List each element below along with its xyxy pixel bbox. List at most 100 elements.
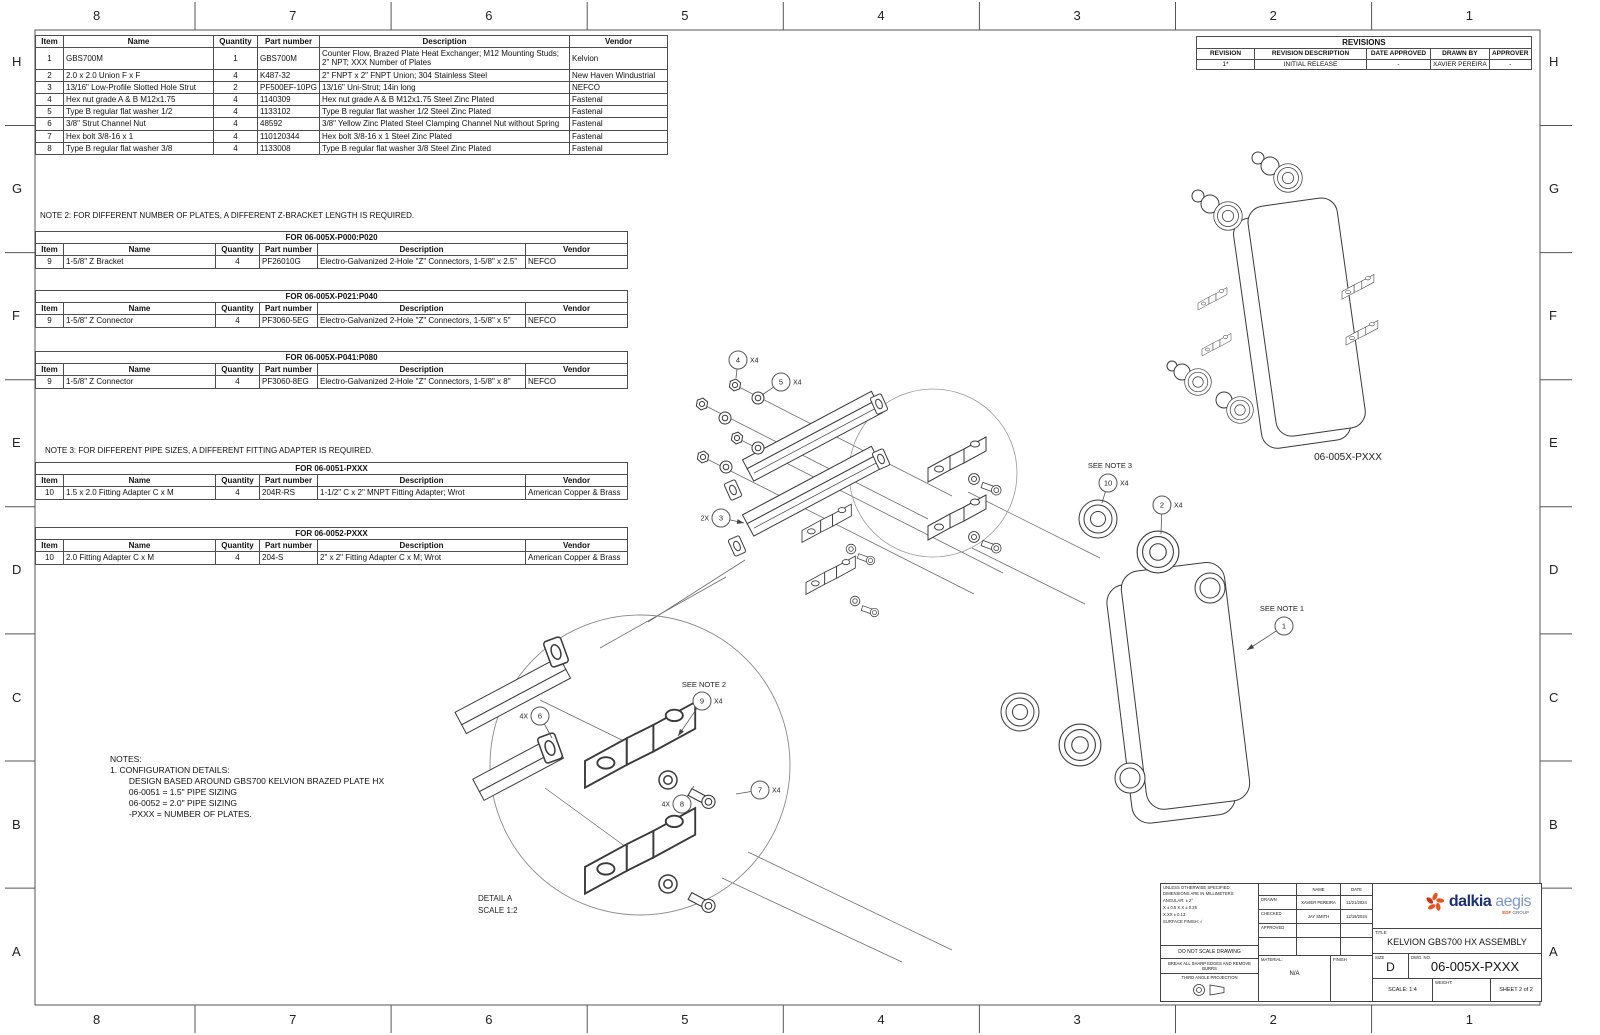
logo-cell: dalkia aegis EDF GROUP xyxy=(1373,884,1541,929)
do-not-scale-note: DO NOT SCALE DRAWING xyxy=(1161,946,1259,959)
svg-text:3: 3 xyxy=(719,514,723,523)
sheet-cell: SHEET 2 of 2 xyxy=(1499,987,1533,993)
balloon-1 xyxy=(1274,616,1294,636)
drawing-title: KELVION GBS700 HX ASSEMBLY xyxy=(1387,937,1527,947)
svg-text:X4: X4 xyxy=(1120,481,1129,488)
drawn-name: XAVIER PEREIRA xyxy=(1297,896,1341,910)
strut-channels xyxy=(741,390,884,537)
svg-text:7: 7 xyxy=(758,786,762,795)
leader-lines xyxy=(539,384,1101,963)
zone-letter-left: H xyxy=(12,54,22,69)
checked-date: 12/19/2024 xyxy=(1341,910,1373,924)
svg-text:10: 10 xyxy=(1104,479,1112,488)
zone-number-top: 4 xyxy=(877,8,885,23)
material-value: N/A xyxy=(1289,971,1300,977)
z-brackets-exploded xyxy=(801,436,1003,619)
zone-letter-right: F xyxy=(1549,308,1557,324)
svg-text:X4: X4 xyxy=(714,699,723,706)
zone-number-bottom: 7 xyxy=(289,1012,297,1027)
name-header: NAME xyxy=(1297,884,1341,896)
drawing-label: 06-005X-PXXX xyxy=(1314,452,1382,463)
svg-text:9: 9 xyxy=(700,697,704,706)
drawn-date: 11/21/2024 xyxy=(1341,896,1373,910)
svg-text:1: 1 xyxy=(1282,622,1286,631)
heat-exchanger-main-view xyxy=(1000,499,1251,824)
grid-empty-3 xyxy=(1341,938,1373,956)
grid-empty-1 xyxy=(1259,938,1297,956)
balloon-3 xyxy=(711,508,731,528)
see-note-label: SEE NOTE 2 xyxy=(682,680,726,689)
break-edges-note: BREAK ALL SHARP EDGES AND REMOVE BURRS xyxy=(1161,959,1259,974)
zone-number-top: 6 xyxy=(485,8,493,23)
checked-name: JAY SMITH xyxy=(1297,910,1341,924)
zone-number-top: 3 xyxy=(1073,8,1081,23)
balloon-8 xyxy=(672,794,692,814)
svg-text:X4: X4 xyxy=(793,380,802,387)
logo-brand-aegis: aegis xyxy=(1495,893,1531,910)
approved-label: APPROVED xyxy=(1259,924,1297,938)
zone-letter-left: C xyxy=(12,689,22,705)
zone-number-bottom: 5 xyxy=(681,1012,689,1027)
material-cell: MATERIAL: N/A xyxy=(1259,956,1331,1001)
size-value: D xyxy=(1386,960,1395,974)
title-block: UNLESS OTHERWISE SPECIFIED: DIMENSIONS A… xyxy=(1160,883,1542,1002)
balloon-10 xyxy=(1098,473,1118,493)
svg-text:6: 6 xyxy=(538,712,542,721)
checked-label: CHECKED xyxy=(1259,910,1297,924)
balloon-6 xyxy=(530,706,550,726)
zone-letter-right: A xyxy=(1549,943,1558,959)
svg-text:4: 4 xyxy=(736,356,740,365)
zone-number-bottom: 4 xyxy=(877,1012,885,1027)
tolerance-notes: UNLESS OTHERWISE SPECIFIED: DIMENSIONS A… xyxy=(1161,884,1259,946)
grid-empty-2 xyxy=(1297,938,1341,956)
see-note-label: SEE NOTE 1 xyxy=(1260,604,1304,613)
drawing-label: SCALE 1:2 xyxy=(478,906,518,915)
weight-cell: WEIGHT: xyxy=(1433,979,1491,1001)
title-cell: TITLE: KELVION GBS700 HX ASSEMBLY xyxy=(1373,929,1541,954)
zone-letter-left: D xyxy=(12,562,22,578)
projection-cell: THIRD ANGLE PROJECTION xyxy=(1161,974,1259,1001)
dalkia-pinwheel-icon xyxy=(1426,892,1445,911)
drawn-label: DRAWN xyxy=(1259,896,1297,910)
zone-letter-right: D xyxy=(1549,562,1559,578)
zone-number-bottom: 1 xyxy=(1465,1012,1473,1027)
svg-text:X4: X4 xyxy=(750,358,759,365)
note-3-text: NOTE 3: FOR DIFFERENT PIPE SIZES, A DIFF… xyxy=(45,446,374,455)
svg-text:4X: 4X xyxy=(519,714,528,721)
zone-letter-left: E xyxy=(12,435,21,451)
sheet-frame xyxy=(5,2,1572,1033)
balloon-5 xyxy=(771,372,791,392)
logo-brand-dalkia: dalkia xyxy=(1448,893,1492,910)
size-cell: SIZE D xyxy=(1373,954,1409,979)
zone-number-bottom: 2 xyxy=(1269,1012,1277,1027)
zone-letter-right: B xyxy=(1549,816,1558,832)
svg-text:2: 2 xyxy=(1160,501,1164,510)
approved-name xyxy=(1297,924,1341,938)
zone-letter-right: C xyxy=(1549,689,1559,705)
zone-letter-left: G xyxy=(12,181,23,197)
dwg-no-value: 06-005X-PXXX xyxy=(1430,959,1520,974)
zone-number-bottom: 3 xyxy=(1073,1012,1081,1027)
zone-number-bottom: 8 xyxy=(93,1012,101,1027)
svg-text:X4: X4 xyxy=(772,788,781,795)
drawing-label: DETAIL A xyxy=(478,894,513,903)
detail-a-view xyxy=(454,614,791,916)
logo-subtext: EDF GROUP xyxy=(1502,910,1529,915)
date-header: DATE xyxy=(1341,884,1373,896)
svg-text:8: 8 xyxy=(680,800,684,809)
